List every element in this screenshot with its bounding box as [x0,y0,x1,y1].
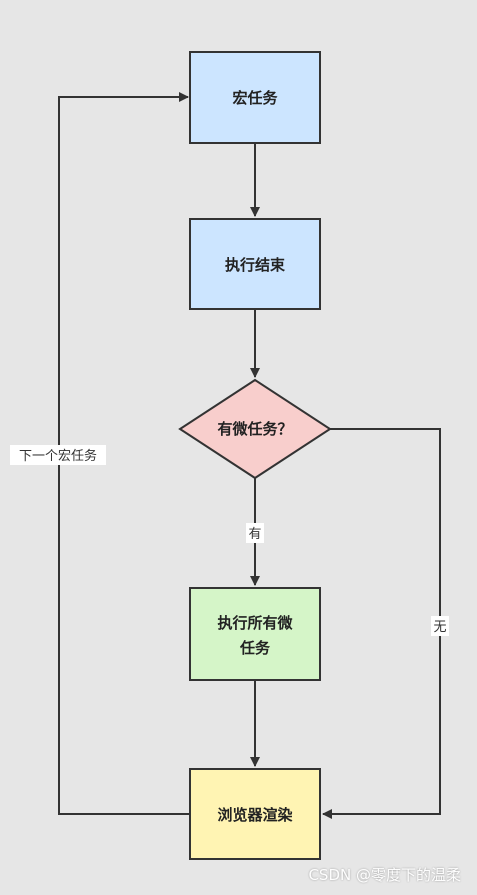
node-run-micro-line1: 执行所有微 [217,614,293,632]
node-run-micro-line2: 任务 [239,639,271,657]
edge-label-next-text: 下一个宏任务 [19,448,97,464]
watermark: CSDN @零度下的温柔 [308,866,461,884]
node-has-micro: 有微任务？ [178,378,332,480]
node-macro-task-label: 宏任务 [232,89,278,107]
edge-label-no-text: 无 [433,620,446,635]
edge-label-next: 下一个宏任务 [10,445,106,465]
edge-label-yes-text: 有 [248,527,261,542]
edge-label-no: 无 [431,616,449,636]
node-macro-task: 宏任务 [189,51,321,144]
edge-no [322,428,441,819]
node-render: 浏览器渲染 [189,768,321,860]
node-run-micro: 执行所有微 任务 [189,587,321,681]
node-has-micro-label: 有微任务？ [217,420,292,438]
node-render-label: 浏览器渲染 [217,806,293,824]
edge-label-yes: 有 [246,523,264,543]
node-execute-end-label: 执行结束 [225,256,286,274]
node-execute-end: 执行结束 [189,218,321,310]
